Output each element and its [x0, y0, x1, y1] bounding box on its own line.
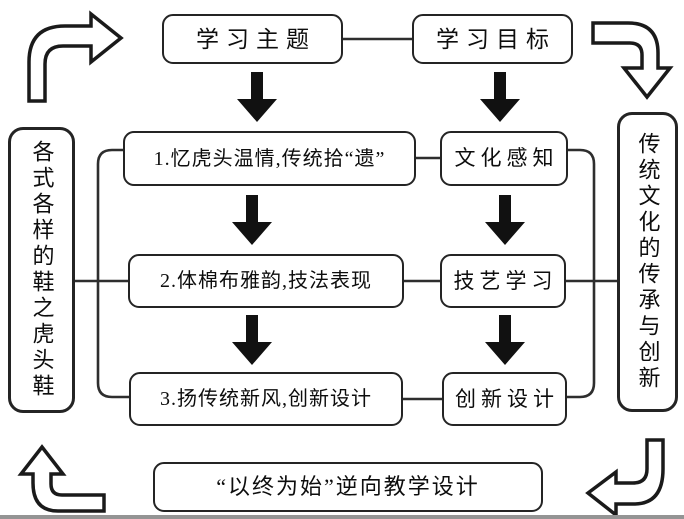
down-arrow-icon: [232, 195, 272, 245]
node-innovative-design: 创新设计: [442, 372, 567, 426]
node-culture-perception: 文化感知: [440, 131, 568, 186]
curved-arrow-down-icon: [591, 21, 674, 100]
node-stage-1: 1.忆虎头温情,传统拾“遗”: [123, 131, 416, 186]
node-stage-3: 3.扬传统新风,创新设计: [129, 372, 403, 426]
node-learning-goal: 学习目标: [412, 14, 573, 64]
node-learning-theme: 学习主题: [162, 14, 343, 64]
down-arrow-icon: [485, 195, 525, 245]
down-arrow-icon: [237, 72, 277, 122]
down-arrow-icon: [485, 315, 525, 365]
node-stage-2: 2.体棉布雅韵,技法表现: [128, 254, 404, 308]
curved-arrow-up-right-icon: [27, 10, 124, 103]
panel-tradition-inheritance: 传统文化的传承与创新: [617, 112, 678, 412]
node-backward-design: “以终为始”逆向教学设计: [153, 462, 543, 512]
node-skill-learning: 技艺学习: [440, 254, 566, 308]
down-arrow-icon: [480, 72, 520, 122]
down-arrow-icon: [232, 315, 272, 365]
right-bracket: [565, 148, 596, 399]
curved-arrow-left-icon: [585, 438, 665, 519]
curved-arrow-up-icon: [17, 444, 106, 513]
scan-edge-shadow: [0, 515, 684, 519]
left-bracket: [96, 148, 131, 399]
panel-tiger-head-shoes: 各式各样的鞋之虎头鞋: [8, 127, 75, 413]
